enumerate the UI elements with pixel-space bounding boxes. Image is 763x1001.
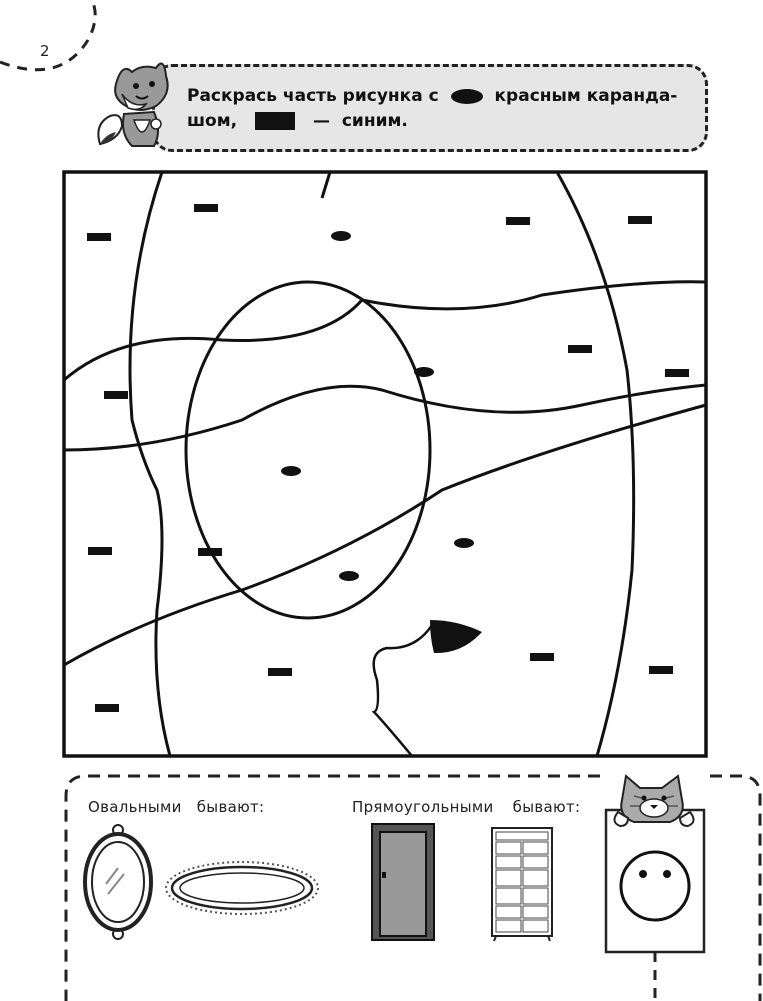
region-line [555,171,636,757]
rect-mark [628,216,652,224]
rect-mark [568,345,592,353]
door-icon [371,823,435,941]
instruction-line2-start: шом, [187,111,238,131]
coloring-puzzle [62,170,708,758]
corner-decoration [0,0,97,72]
cabinet-icon [491,827,553,942]
balloon-outline [184,280,432,620]
instruction-line1-end: красным каранда- [494,86,678,106]
legend-rect-icon [255,112,296,130]
rect-mark [530,653,554,661]
region-line [320,171,332,199]
rect-examples-label: Прямоугольными бывают: [352,798,581,816]
rect-mark [87,233,111,241]
oval-mark [281,466,301,476]
fox-icon [97,62,169,147]
mirror-icon [83,824,153,940]
rect-mark [95,704,119,712]
oval-tray-icon [165,861,319,915]
oval-mark [414,367,434,377]
instruction-line2-end: — синим. [312,111,408,131]
cat-with-socket [604,774,706,1001]
instruction-text: Раскрась часть рисунка с красным каранда… [187,84,687,134]
instruction-box [152,64,708,152]
socket-icon [619,850,691,922]
rect-mark [88,547,112,555]
region-line [63,383,707,452]
rect-mark [506,217,530,225]
region-line [128,171,172,757]
rect-mark [198,548,222,556]
instruction-line1-start: Раскрась часть рисунка с [187,86,439,106]
examples-box [64,774,762,1001]
legend-oval-icon [450,88,483,104]
oval-examples-label: Овальными бывают: [88,798,265,816]
puzzle-frame [62,170,708,758]
balloon-string [371,621,436,757]
rect-mark [665,369,689,377]
oval-mark [339,571,359,581]
balloon-knot-icon [430,620,482,654]
oval-mark [454,538,474,548]
rect-mark [194,204,218,212]
page-number: 2 [40,42,50,60]
rect-mark [649,666,673,674]
region-line [63,403,707,667]
oval-mark [331,231,351,241]
rect-mark [268,668,292,676]
rect-mark [104,391,128,399]
cat-icon [613,774,695,828]
